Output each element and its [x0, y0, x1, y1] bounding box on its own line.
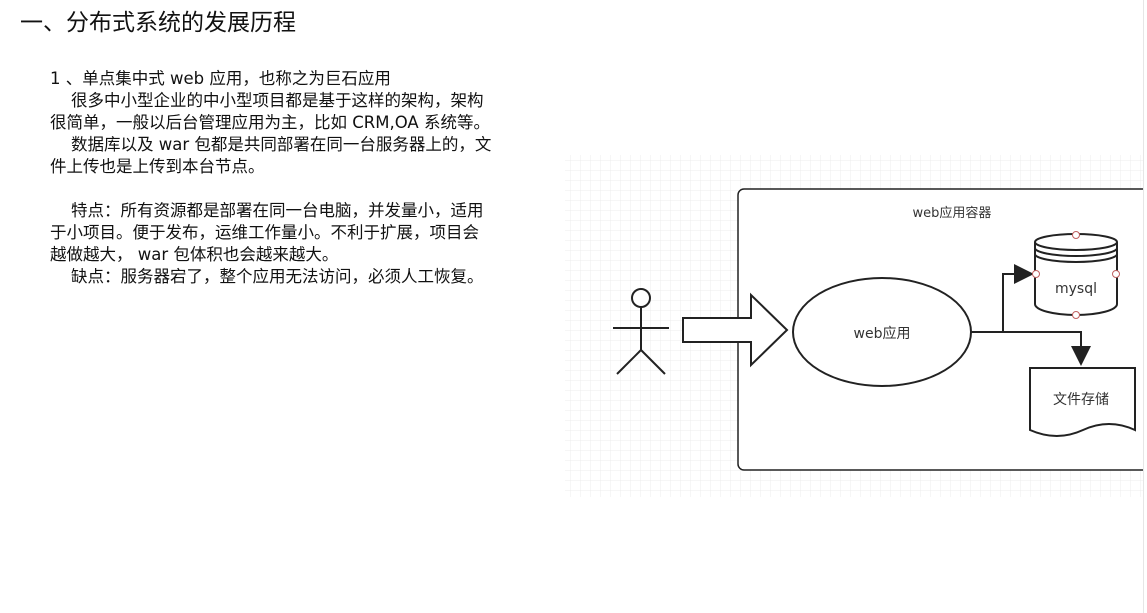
paragraph-line: 特点：所有资源都是部署在同一台电脑，并发量小，适用 — [71, 201, 484, 220]
section-title: 1 、单点集中式 web 应用，也称之为巨石应用 — [50, 69, 391, 88]
file-storage-label: 文件存储 — [1053, 392, 1109, 408]
user-icon — [613, 288, 669, 375]
request-arrow-icon — [682, 292, 789, 368]
web-app-label: web应用 — [854, 325, 911, 342]
paragraph-line: 越做越大， war 包体积也会越来越大。 — [50, 245, 339, 264]
selection-handles — [1032, 231, 1120, 319]
mysql-label: mysql — [1055, 281, 1097, 297]
paragraph-line: 很简单，一般以后台管理应用为主，比如 CRM,OA 系统等。 — [50, 113, 490, 132]
paragraph-line: 于小项目。便于发布，运维工作量小。不利于扩展，项目会 — [50, 223, 479, 242]
connector-to-db — [971, 264, 1034, 333]
mysql-database-icon — [1034, 233, 1118, 316]
file-storage-node — [1029, 367, 1136, 437]
paragraph-line: 缺点：服务器宕了，整个应用无法访问，必须人工恢复。 — [71, 267, 484, 286]
page-heading: 一、分布式系统的发展历程 — [20, 10, 296, 36]
section-body: 1 、单点集中式 web 应用，也称之为巨石应用 很多中小型企业的中小型项目都是… — [50, 68, 550, 288]
container-label: web应用容器 — [913, 205, 992, 221]
paragraph-line: 很多中小型企业的中小型项目都是基于这样的架构，架构 — [71, 91, 484, 110]
page-edge — [1143, 0, 1147, 613]
connector-to-storage — [1003, 331, 1091, 366]
paragraph-line: 件上传也是上传到本台节点。 — [50, 157, 265, 176]
paragraph-line: 数据库以及 war 包都是共同部署在同一台服务器上的，文 — [71, 135, 492, 154]
